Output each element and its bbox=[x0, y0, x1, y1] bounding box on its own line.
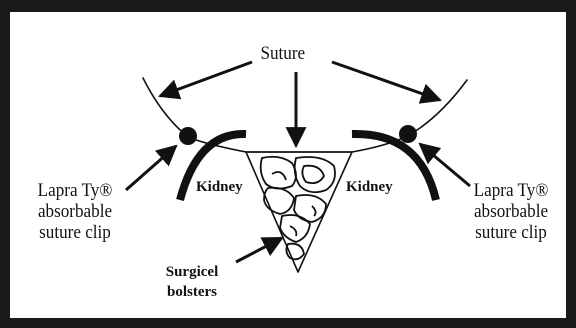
label-clip-right-line2: absorbable bbox=[462, 201, 561, 222]
label-kidney-right: Kidney bbox=[346, 180, 393, 195]
label-suture: Suture bbox=[260, 44, 305, 63]
label-kidney-left: Kidney bbox=[196, 180, 243, 195]
label-bolsters-line2: bolsters bbox=[150, 282, 234, 302]
label-clip-right-line3: suture clip bbox=[462, 222, 561, 243]
label-clip-right-line1: Lapra Ty® bbox=[462, 180, 561, 201]
lapra-ty-clip-right bbox=[399, 125, 417, 143]
label-clip-left-line2: absorbable bbox=[26, 201, 125, 222]
label-bolsters-line1: Surgicel bbox=[150, 262, 234, 282]
label-clip-left-line3: suture clip bbox=[26, 222, 125, 243]
label-clip-right: Lapra Ty® absorbable suture clip bbox=[462, 180, 561, 243]
label-clip-left-line1: Lapra Ty® bbox=[26, 180, 125, 201]
label-clip-left: Lapra Ty® absorbable suture clip bbox=[26, 180, 125, 243]
label-bolsters: Surgicel bolsters bbox=[150, 262, 234, 302]
lapra-ty-clip-left bbox=[179, 127, 197, 145]
